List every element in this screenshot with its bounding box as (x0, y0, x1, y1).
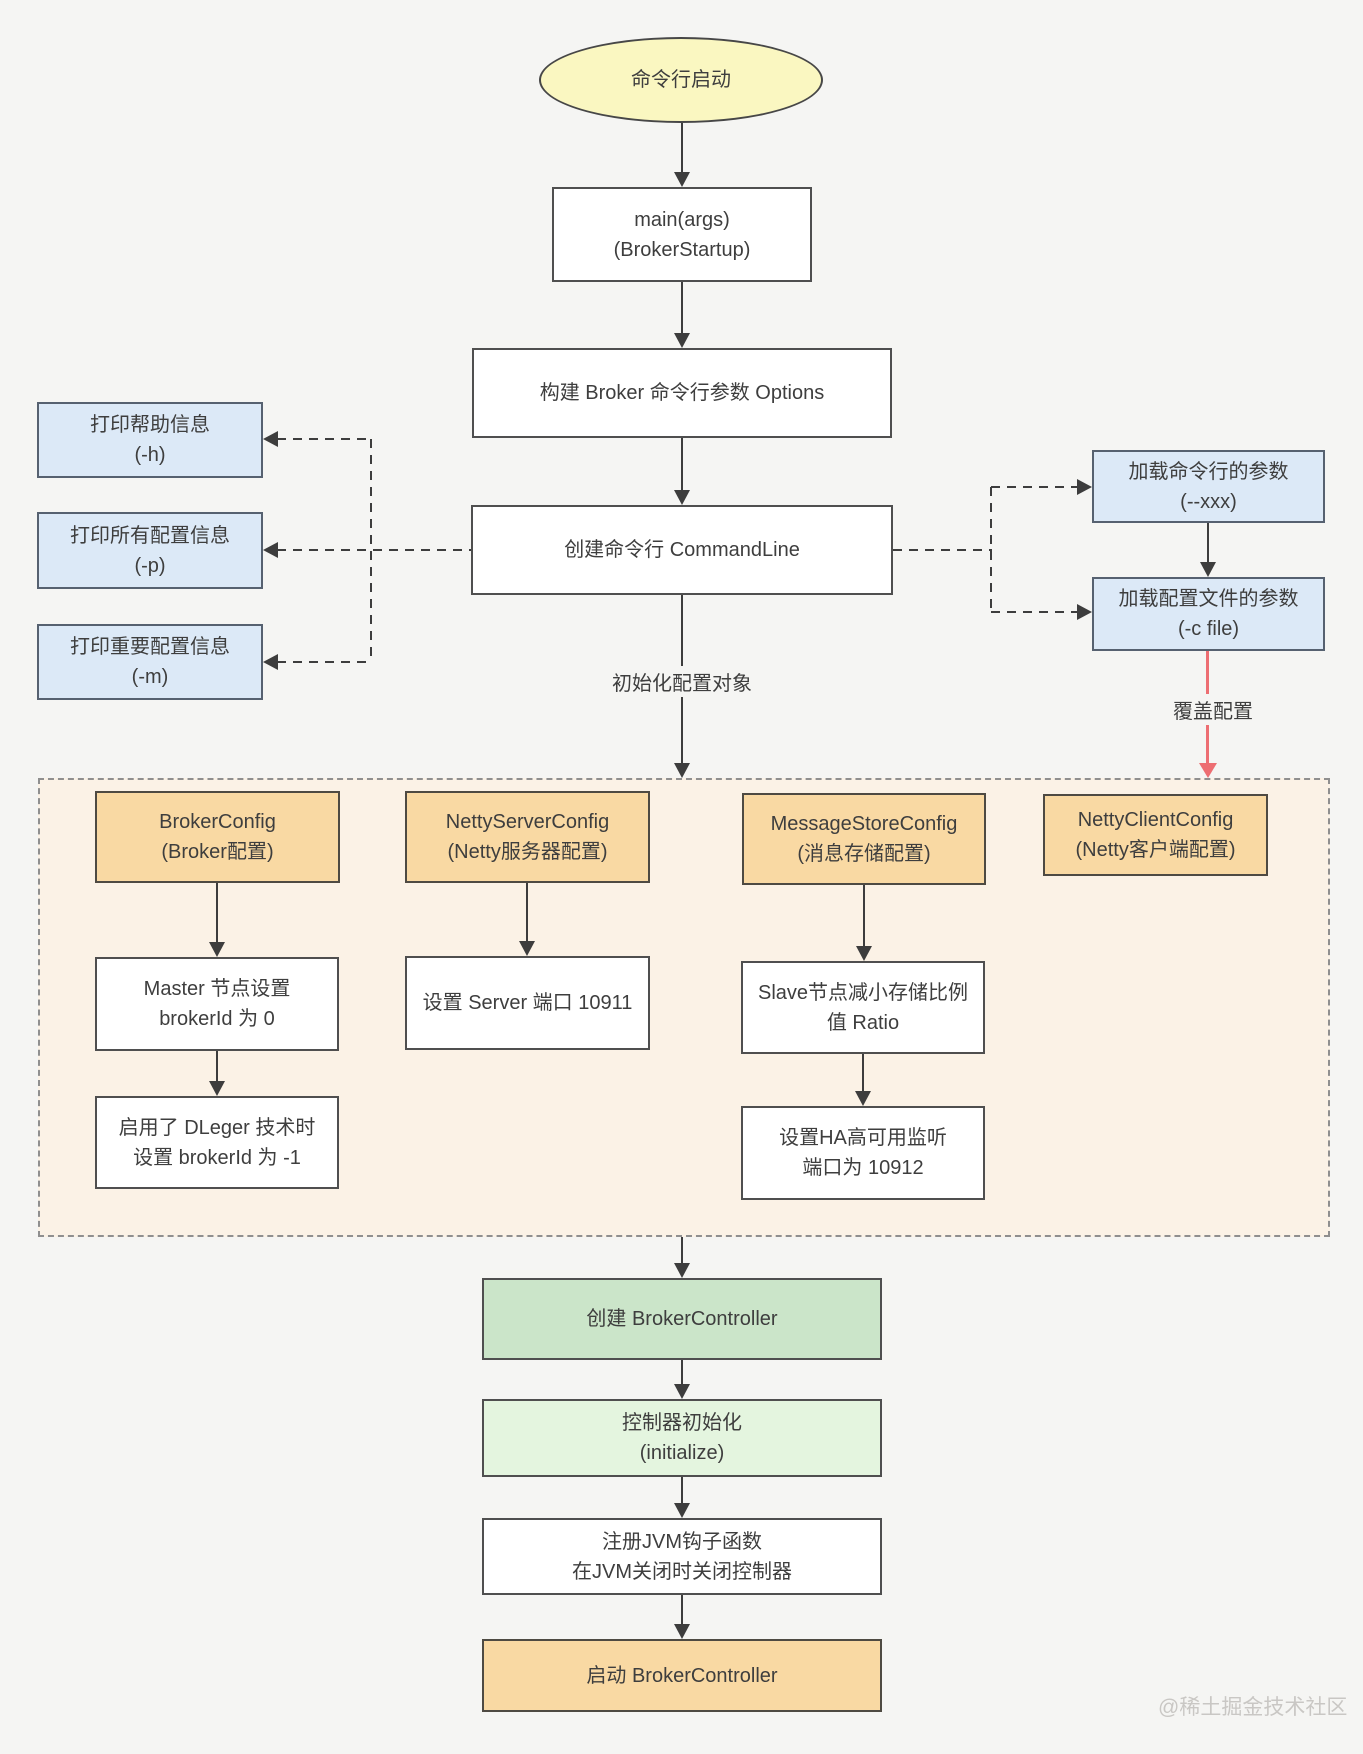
node-main-args: main(args) (BrokerStartup) (552, 187, 812, 282)
edge-label-override-config: 覆盖配置 (1167, 694, 1259, 725)
node-dleger-broker-id-label: 启用了 DLeger 技术时 设置 brokerId 为 -1 (118, 1116, 316, 1169)
node-server-port-label: 设置 Server 端口 10911 (422, 992, 633, 1014)
arrowhead-build-to-commandline (674, 490, 690, 505)
dashed-connector-right-vertical (990, 487, 992, 612)
node-server-port: 设置 Server 端口 10911 (405, 956, 650, 1050)
node-ha-port-label: 设置HA高可用监听 端口为 10912 (779, 1127, 947, 1179)
watermark: @稀土掘金技术社区 (1158, 1696, 1348, 1719)
dashed-arrowhead-print-help (263, 431, 278, 447)
dashed-arrowhead-load-config-file (1077, 604, 1092, 620)
node-netty-server-config-label: NettyServerConfig (Netty服务器配置) (445, 811, 610, 863)
node-load-config-file: 加载配置文件的参数 (-c file) (1092, 577, 1325, 651)
node-print-important-config: 打印重要配置信息 (-m) (37, 624, 263, 700)
node-message-store-config-label: MessageStoreConfig (消息存储配置) (770, 813, 958, 865)
dashed-arrow-to-load-cmd-args (991, 486, 1078, 488)
node-message-store-config: MessageStoreConfig (消息存储配置) (742, 793, 986, 885)
node-start-controller: 启动 BrokerController (482, 1639, 882, 1712)
arrow-main-to-build (681, 282, 683, 334)
dashed-arrow-to-print-help (277, 438, 371, 440)
node-build-options: 构建 Broker 命令行参数 Options (472, 348, 892, 438)
dashed-arrow-to-print-all (277, 549, 471, 551)
arrowhead-master-to-dleger (209, 1081, 225, 1096)
arrow-configs-to-create-controller (681, 1237, 683, 1265)
arrowhead-main-to-build (674, 333, 690, 348)
dashed-arrowhead-load-cmd-args (1077, 479, 1092, 495)
node-commandline: 创建命令行 CommandLine (471, 505, 893, 595)
arrow-slave-to-haport (862, 1054, 864, 1093)
dashed-arrow-to-print-important (277, 661, 371, 663)
arrowhead-override-config (1199, 763, 1217, 778)
node-slave-ratio: Slave节点减小存储比例 值 Ratio (741, 961, 985, 1054)
arrow-create-to-initialize (681, 1360, 683, 1386)
node-start-controller-label: 启动 BrokerController (586, 1664, 778, 1687)
arrow-master-to-dleger (216, 1051, 218, 1083)
dashed-connector-right-horizontal (893, 549, 992, 551)
node-print-all-config: 打印所有配置信息 (-p) (37, 512, 263, 589)
arrow-loadargs-to-loadfile (1207, 523, 1209, 564)
node-start: 命令行启动 (539, 37, 823, 123)
node-print-all-config-label: 打印所有配置信息 (-p) (70, 524, 230, 577)
arrow-hook-to-start-controller (681, 1595, 683, 1626)
node-register-jvm-hook-label: 注册JVM钩子函数 在JVM关闭时关闭控制器 (572, 1530, 792, 1583)
arrow-brokerconfig-to-master (216, 883, 218, 944)
node-initialize-controller-label: 控制器初始化 (initialize) (622, 1412, 742, 1464)
node-master-broker-id-label: Master 节点设置 brokerId 为 0 (143, 978, 291, 1030)
dashed-arrowhead-print-all (263, 542, 278, 558)
arrow-nettyserver-to-port (526, 883, 528, 943)
node-broker-config-label: BrokerConfig (Broker配置) (159, 811, 276, 863)
node-initialize-controller: 控制器初始化 (initialize) (482, 1399, 882, 1477)
arrowhead-brokerconfig-to-master (209, 942, 225, 957)
node-broker-config: BrokerConfig (Broker配置) (95, 791, 340, 883)
arrowhead-hook-to-start-controller (674, 1624, 690, 1639)
arrowhead-initialize-to-hook (674, 1503, 690, 1518)
arrow-initialize-to-hook (681, 1477, 683, 1505)
node-load-config-file-label: 加载配置文件的参数 (-c file) (1118, 588, 1299, 640)
node-register-jvm-hook: 注册JVM钩子函数 在JVM关闭时关闭控制器 (482, 1518, 882, 1595)
node-netty-client-config-label: NettyClientConfig (Netty客户端配置) (1075, 809, 1236, 861)
node-create-controller-label: 创建 BrokerController (586, 1308, 778, 1330)
node-netty-server-config: NettyServerConfig (Netty服务器配置) (405, 791, 650, 883)
arrowhead-create-to-initialize (674, 1384, 690, 1399)
node-master-broker-id: Master 节点设置 brokerId 为 0 (95, 957, 339, 1051)
arrowhead-commandline-to-configs (674, 763, 690, 778)
arrowhead-start-to-main (674, 172, 690, 187)
node-ha-port: 设置HA高可用监听 端口为 10912 (741, 1106, 985, 1200)
dashed-arrowhead-print-important (263, 654, 278, 670)
arrowhead-messagestore-to-slave (856, 946, 872, 961)
dashed-arrow-to-load-config-file (991, 611, 1078, 613)
node-print-help-label: 打印帮助信息 (-h) (90, 414, 210, 466)
node-start-label: 命令行启动 (631, 69, 731, 91)
edge-label-init-config-object: 初始化配置对象 (606, 666, 758, 697)
node-print-help: 打印帮助信息 (-h) (37, 402, 263, 478)
arrowhead-slave-to-haport (855, 1091, 871, 1106)
arrow-build-to-commandline (681, 438, 683, 491)
arrowhead-configs-to-create-controller (674, 1263, 690, 1278)
arrowhead-nettyserver-to-port (519, 941, 535, 956)
node-dleger-broker-id: 启用了 DLeger 技术时 设置 brokerId 为 -1 (95, 1096, 339, 1189)
node-commandline-label: 创建命令行 CommandLine (564, 539, 800, 561)
node-slave-ratio-label: Slave节点减小存储比例 值 Ratio (757, 981, 969, 1034)
node-create-controller: 创建 BrokerController (482, 1278, 882, 1360)
node-load-cmd-args: 加载命令行的参数 (--xxx) (1092, 450, 1325, 523)
node-load-cmd-args-label: 加载命令行的参数 (--xxx) (1128, 460, 1289, 513)
node-print-important-config-label: 打印重要配置信息 (-m) (70, 636, 230, 688)
node-build-options-label: 构建 Broker 命令行参数 Options (539, 382, 825, 404)
node-netty-client-config: NettyClientConfig (Netty客户端配置) (1043, 794, 1268, 876)
arrow-start-to-main (681, 123, 683, 173)
arrowhead-loadargs-to-loadfile (1200, 562, 1216, 577)
node-main-args-label: main(args) (BrokerStartup) (613, 208, 751, 261)
arrow-messagestore-to-slave (863, 885, 865, 948)
